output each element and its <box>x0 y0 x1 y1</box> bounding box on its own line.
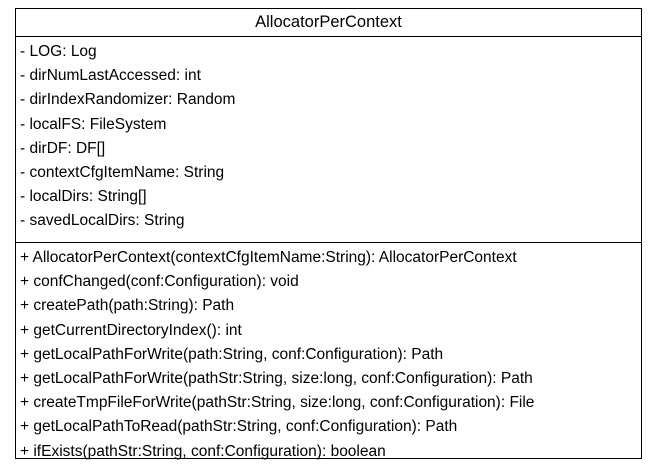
attribute-local-fs: - localFS: FileSystem <box>20 115 167 133</box>
operations-compartment: + AllocatorPerContext(contextCfgItemName… <box>16 243 641 464</box>
class-name-compartment: AllocatorPerContext <box>16 9 641 37</box>
operation-if-exists: + ifExists(pathStr:String, conf:Configur… <box>20 442 386 460</box>
attribute-dir-num-last-accessed: - dirNumLastAccessed: int <box>20 67 201 85</box>
operation-conf-changed: + confChanged(conf:Configuration): void <box>20 273 299 291</box>
uml-class-box: AllocatorPerContext - LOG: Log - dirNumL… <box>15 8 642 460</box>
attributes-compartment: - LOG: Log - dirNumLastAccessed: int - d… <box>16 37 641 243</box>
operation-get-local-path-for-write: + getLocalPathForWrite(path:String, conf… <box>20 345 444 363</box>
operation-create-tmp-file-for-write: + createTmpFileForWrite(pathStr:String, … <box>20 394 535 412</box>
attribute-saved-local-dirs: - savedLocalDirs: String <box>20 212 185 230</box>
operation-get-local-path-for-write-sized: + getLocalPathForWrite(pathStr:String, s… <box>20 369 533 387</box>
operation-get-local-path-to-read: + getLocalPathToRead(pathStr:String, con… <box>20 418 458 436</box>
operation-get-current-directory-index: + getCurrentDirectoryIndex(): int <box>20 321 242 339</box>
attribute-local-dirs: - localDirs: String[] <box>20 188 147 206</box>
operation-create-path: + createPath(path:String): Path <box>20 297 235 315</box>
operation-constructor: + AllocatorPerContext(contextCfgItemName… <box>20 249 517 266</box>
attribute-log: - LOG: Log <box>20 43 97 60</box>
class-name: AllocatorPerContext <box>255 13 402 32</box>
attribute-dir-index-randomizer: - dirIndexRandomizer: Random <box>20 91 236 109</box>
attribute-dir-df: - dirDF: DF[] <box>20 139 106 157</box>
attribute-context-cfg-item-name: - contextCfgItemName: String <box>20 163 225 181</box>
